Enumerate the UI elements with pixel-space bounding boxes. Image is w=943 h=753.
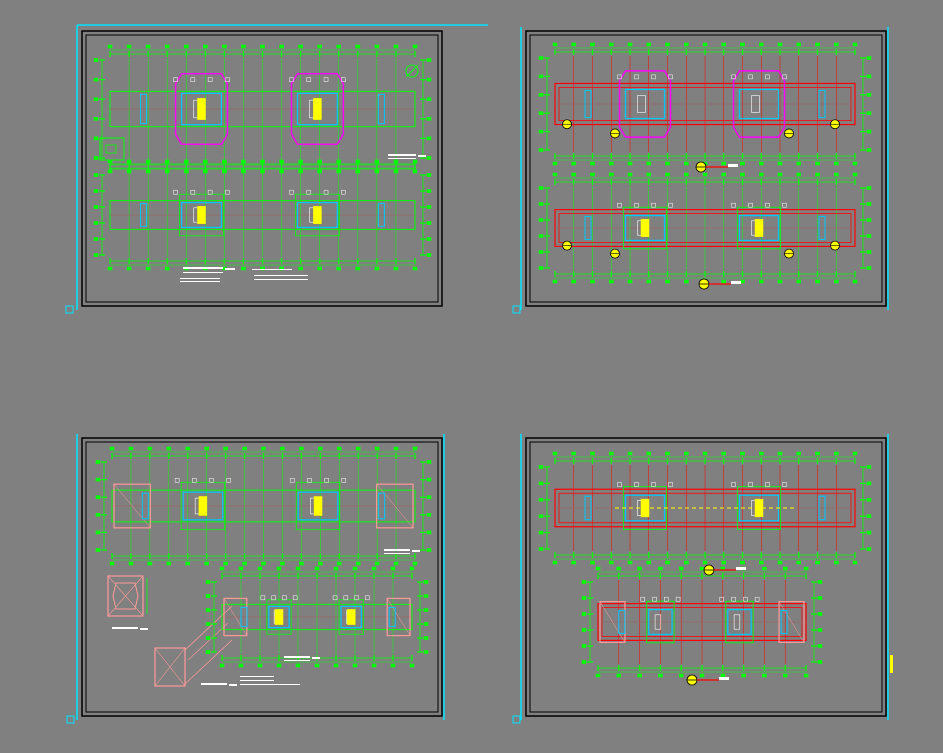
detail-square-room[interactable] (107, 575, 148, 630)
section-tag-lower (686, 674, 729, 686)
title-frame-outer (81, 30, 443, 307)
structural-plan-upper[interactable] (538, 42, 872, 166)
sheet-top-left[interactable] (65, 24, 488, 314)
title-frame-outer (525, 437, 887, 717)
drawing-title-upper (388, 154, 426, 159)
sheet-corner-marker[interactable] (66, 715, 75, 724)
sheet-corner-marker[interactable] (512, 305, 521, 314)
sheet-bottom-right[interactable] (512, 434, 893, 724)
title-frame-inner (85, 441, 439, 713)
section-tag-upper (703, 564, 746, 576)
foundation-plan[interactable] (581, 566, 823, 678)
floor-plan-upper[interactable] (93, 44, 432, 174)
plan-view-lower[interactable] (205, 566, 429, 668)
drawing-title-bars (201, 549, 420, 686)
floor-plan-lower[interactable] (93, 159, 432, 271)
sheet-top-right[interactable] (512, 27, 889, 314)
margin-note (890, 655, 893, 673)
drawing-title-lower (180, 267, 308, 282)
title-frame-inner (529, 441, 883, 713)
sheet-bottom-left[interactable] (66, 434, 445, 724)
north-arrow-icon (405, 64, 419, 78)
sheet-corner-marker[interactable] (65, 305, 74, 314)
title-frame-outer (525, 30, 887, 307)
title-frame-outer (81, 437, 443, 717)
roof-plan[interactable] (538, 451, 872, 565)
section-tag-upper (695, 161, 738, 173)
detail-diagonal-room[interactable] (154, 605, 233, 687)
title-frame-inner (85, 34, 439, 303)
side-legend (99, 137, 125, 161)
section-tag-lower (698, 278, 741, 290)
structural-plan-lower[interactable] (538, 172, 872, 284)
sheet-corner-marker[interactable] (512, 715, 521, 724)
plan-view-upper[interactable] (95, 446, 432, 566)
title-frame-inner (529, 34, 883, 303)
